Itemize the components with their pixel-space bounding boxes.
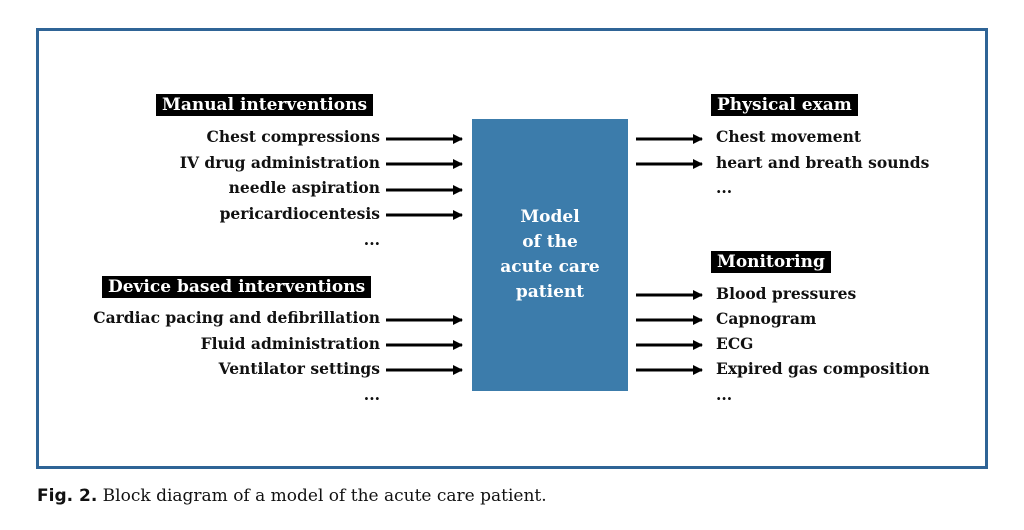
manual-interventions-heading: Manual interventions xyxy=(156,94,374,116)
physical-exam-heading: Physical exam xyxy=(711,94,858,116)
exam-item-2: heart and breath sounds xyxy=(716,153,930,172)
manual-item-1: Chest compressions xyxy=(206,127,380,146)
device-interventions-heading: Device based interventions xyxy=(102,276,372,298)
monitoring-item-1: Blood pressures xyxy=(716,284,857,303)
figure-caption-text: Block diagram of a model of the acute ca… xyxy=(97,486,547,506)
manual-item-ellipsis: ... xyxy=(363,230,380,249)
device-item-2: Fluid administration xyxy=(200,334,380,353)
manual-item-3: needle aspiration xyxy=(228,178,380,197)
figure-caption: Fig. 2. Block diagram of a model of the … xyxy=(37,484,547,508)
device-item-1: Cardiac pacing and defibrillation xyxy=(93,308,380,327)
monitoring-item-ellipsis: ... xyxy=(716,385,733,404)
model-box-label: Model of the acute care patient xyxy=(500,207,600,302)
manual-item-2: IV drug administration xyxy=(179,153,380,172)
monitoring-item-3: ECG xyxy=(716,334,754,353)
monitoring-heading: Monitoring xyxy=(711,251,831,273)
monitoring-item-2: Capnogram xyxy=(716,309,817,328)
device-item-ellipsis: ... xyxy=(363,385,380,404)
exam-item-1: Chest movement xyxy=(716,127,862,146)
monitoring-item-4: Expired gas composition xyxy=(716,359,930,378)
manual-item-4: pericardiocentesis xyxy=(219,204,380,223)
model-box: Model of the acute care patient xyxy=(472,119,628,391)
figure-caption-label: Fig. 2. xyxy=(37,486,98,506)
exam-item-ellipsis: ... xyxy=(716,178,733,197)
device-item-3: Ventilator settings xyxy=(218,359,380,378)
diagram-frame xyxy=(36,28,988,469)
